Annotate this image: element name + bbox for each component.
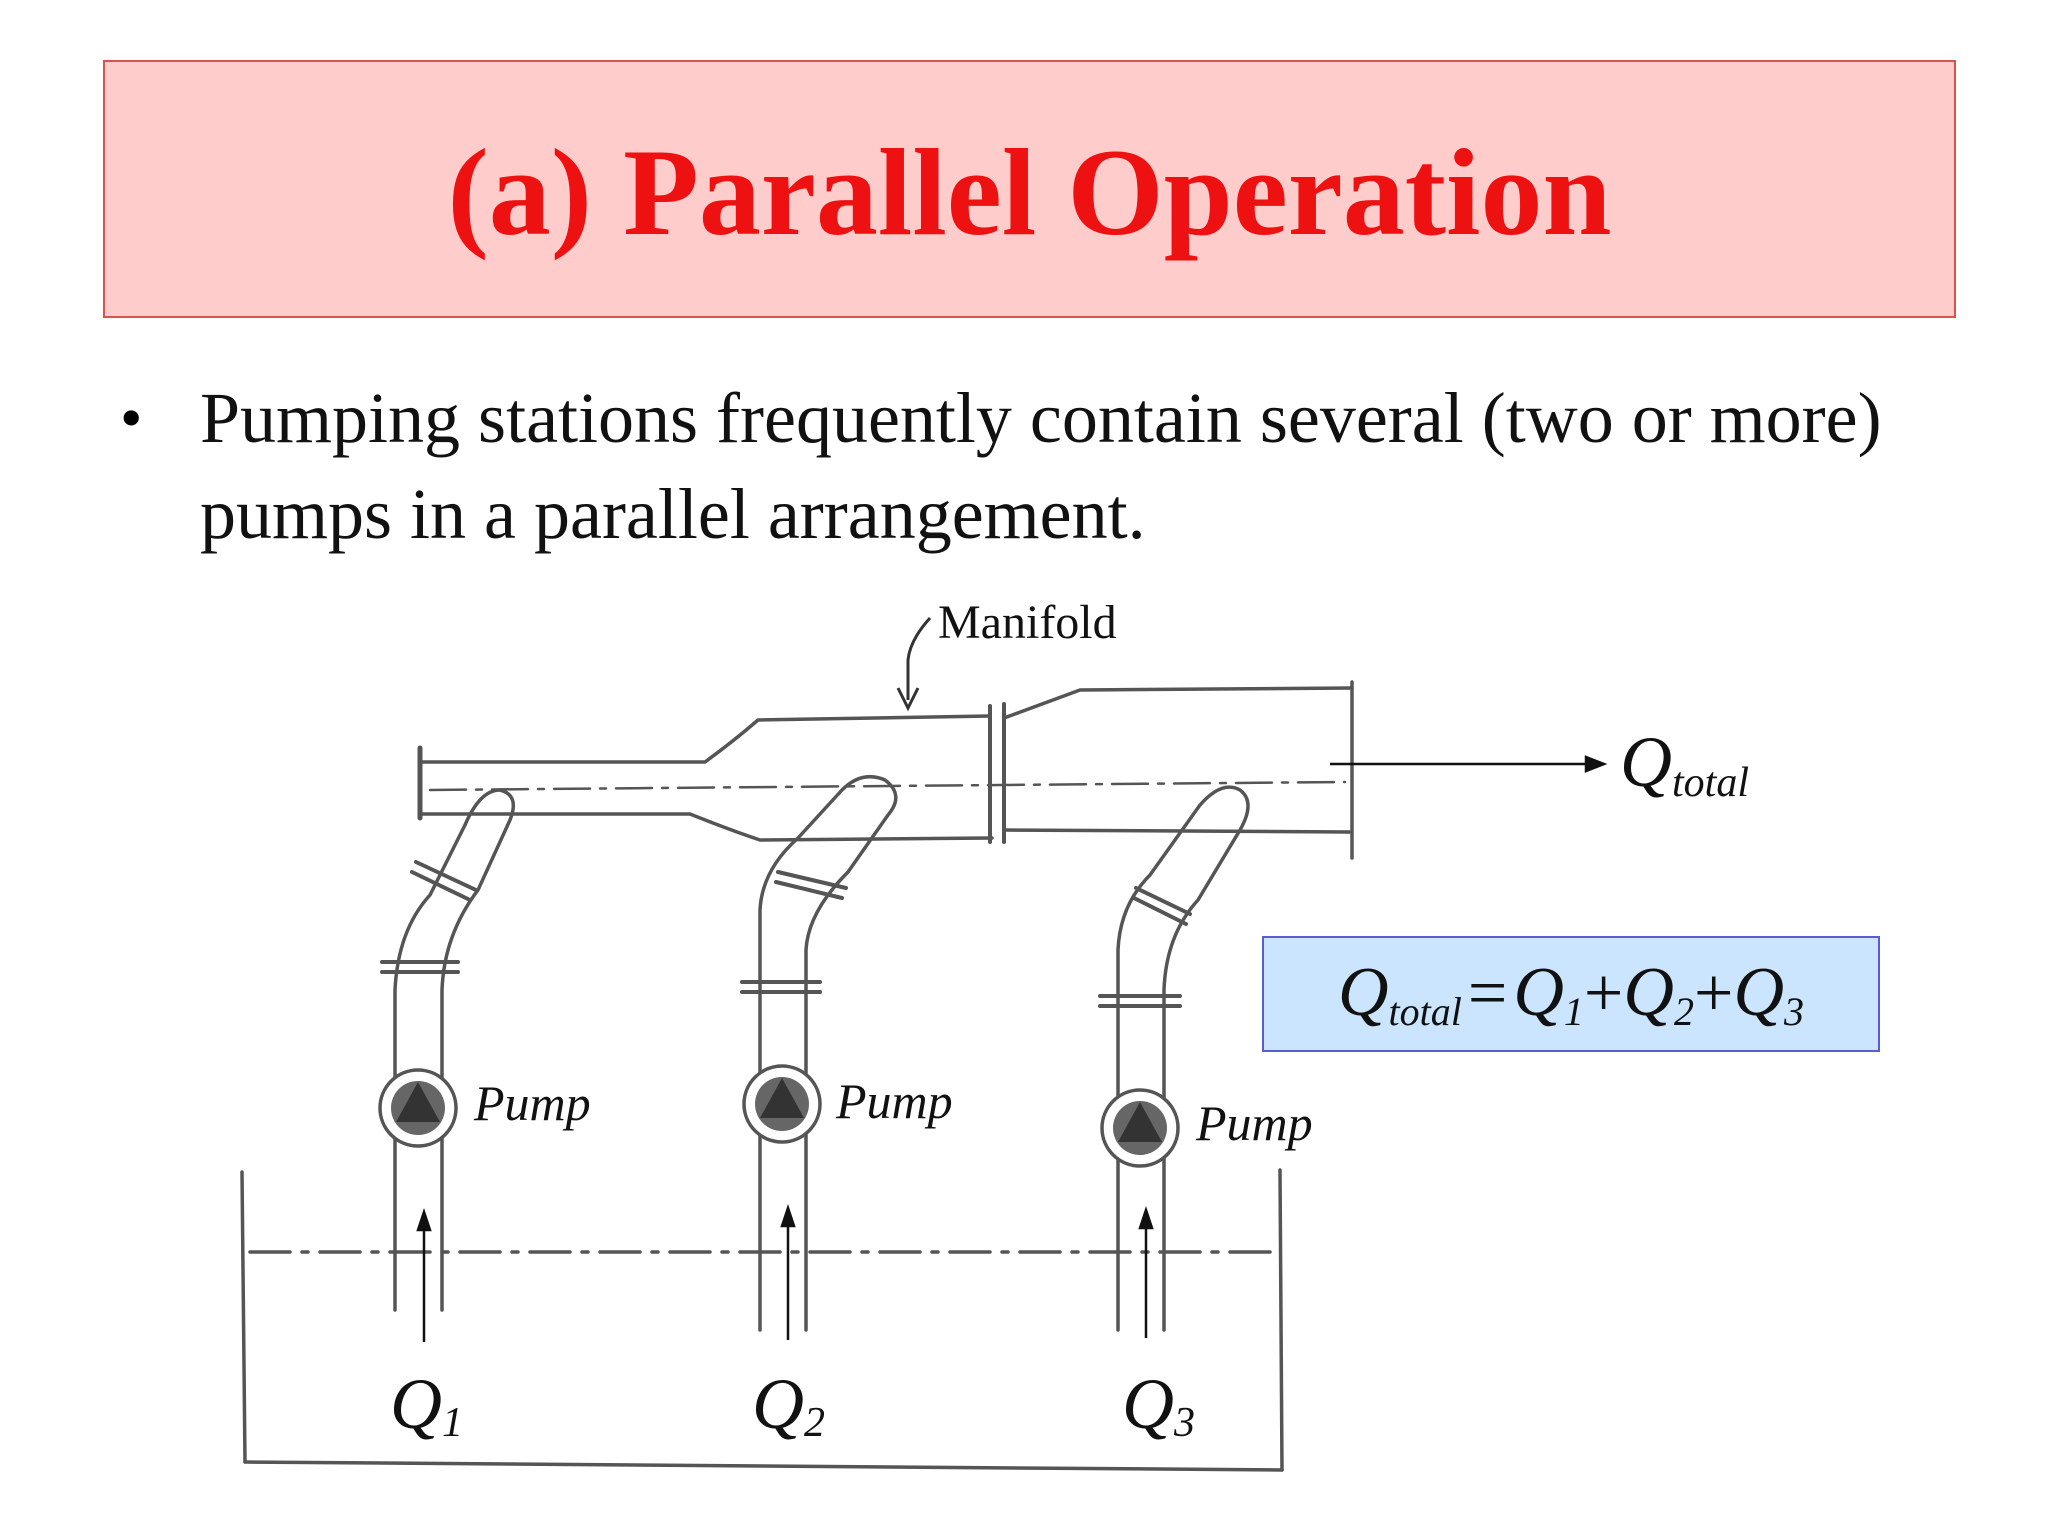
formula-term-3-symbol: Q <box>1733 954 1785 1031</box>
formula-term-1: Q1 <box>1513 953 1584 1035</box>
flow-label-q1-sub: 1 <box>442 1400 463 1446</box>
tank-right-wall <box>1278 1168 1284 1472</box>
pipe-1-flange-a <box>380 960 460 974</box>
pump-label-2: Pump <box>835 1073 953 1129</box>
formula-equals: = <box>1467 955 1508 1032</box>
formula-term-2: Q2 <box>1623 953 1694 1035</box>
pump-label-1: Pump <box>473 1075 591 1131</box>
title-banner: (a) Parallel Operation <box>103 60 1956 318</box>
formula-lhs: Qtotal <box>1338 953 1462 1035</box>
manifold-pointer <box>906 616 932 700</box>
manifold-bottom <box>418 812 994 842</box>
pump-3-icon <box>1100 1088 1180 1168</box>
tank-left-wall <box>240 1170 247 1464</box>
formula-plus-1: + <box>1583 955 1624 1032</box>
pipe-1-flange-b <box>410 860 478 902</box>
flow-label-q1-symbol: Q <box>390 1364 442 1444</box>
manifold-pointer-head <box>896 687 920 712</box>
flow-label-q2-sub: 2 <box>804 1400 825 1446</box>
total-flow-symbol: Q <box>1620 722 1672 802</box>
bullet-text: Pumping stations frequently contain seve… <box>200 378 1882 554</box>
flow-label-q2-symbol: Q <box>752 1364 804 1444</box>
pump-2-icon <box>742 1064 822 1144</box>
pipe-3 <box>1116 785 1250 1332</box>
manifold-label: Manifold <box>938 596 1117 649</box>
pipe-3-flange-b <box>1132 886 1192 926</box>
manifold-outlet-bottom <box>1002 828 1352 834</box>
tank-bottom <box>243 1460 1284 1472</box>
formula-term-3: Q3 <box>1733 953 1804 1035</box>
pump-label-3: Pump <box>1195 1095 1313 1151</box>
formula-lhs-sub: total <box>1388 989 1462 1034</box>
manifold-outlet-top <box>1002 686 1354 720</box>
bullet-dot-icon: • <box>120 382 143 453</box>
formula-term-2-sub: 2 <box>1673 989 1694 1034</box>
formula-term-2-symbol: Q <box>1623 954 1674 1031</box>
manifold-flange <box>988 702 1006 844</box>
pipe-2-flange-a <box>740 980 822 994</box>
flow-arrow-1-head <box>416 1208 432 1232</box>
flow-label-q3: Q3 <box>1122 1364 1195 1446</box>
pipe-2-flange-b <box>774 870 848 900</box>
flow-label-q2: Q2 <box>752 1364 825 1446</box>
formula-lhs-symbol: Q <box>1337 954 1389 1031</box>
flow-label-q1: Q1 <box>390 1364 463 1446</box>
flow-arrow-3-head <box>1138 1206 1154 1230</box>
formula-term-1-symbol: Q <box>1513 954 1564 1031</box>
manifold-top <box>418 714 992 764</box>
pipe-1 <box>393 788 516 1312</box>
formula-term-1-sub: 1 <box>1563 989 1584 1034</box>
total-flow-arrow-head <box>1584 755 1608 773</box>
pump-1-icon <box>378 1068 458 1148</box>
formula-plus-2: + <box>1693 955 1734 1032</box>
pipe-3-flange-a <box>1098 994 1182 1008</box>
flow-arrow-2-head <box>780 1204 796 1228</box>
slide-title: (a) Parallel Operation <box>447 124 1612 261</box>
total-flow-label: Qtotal <box>1620 722 1749 806</box>
flow-label-q3-sub: 3 <box>1173 1400 1195 1446</box>
total-flow-sub: total <box>1672 760 1749 806</box>
flow-label-q3-symbol: Q <box>1122 1364 1174 1444</box>
pipe-2 <box>758 774 898 1332</box>
manifold-centerline <box>428 780 1347 792</box>
formula-box: Qtotal = Q1 + Q2 + Q3 <box>1262 936 1880 1052</box>
formula-term-3-sub: 3 <box>1784 989 1805 1034</box>
